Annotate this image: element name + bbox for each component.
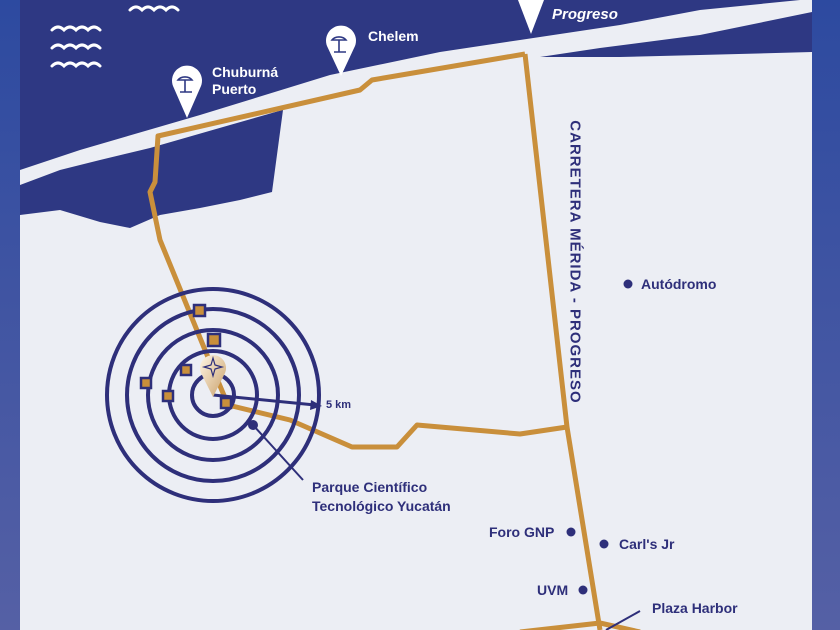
beach-name: Chuburná bbox=[212, 64, 279, 80]
park-pin-icon bbox=[200, 355, 226, 397]
coastal-strip bbox=[20, 0, 812, 185]
location-pin-icon bbox=[518, 0, 544, 34]
beach-umbrella-pin-icon bbox=[172, 25, 356, 118]
beach-name-line2: Puerto bbox=[212, 81, 257, 97]
place-label-uvm: UVM bbox=[537, 582, 569, 598]
waves-icon bbox=[50, 5, 180, 69]
radius-label: 5 km bbox=[326, 399, 352, 411]
city-label-progreso: Progreso bbox=[552, 6, 618, 23]
park-leader bbox=[248, 420, 304, 481]
radius-arrow bbox=[212, 393, 322, 410]
beach-label-chelem: Chelem bbox=[368, 28, 419, 44]
mainland bbox=[20, 52, 812, 630]
place-label-autodromo: Autódromo bbox=[641, 276, 717, 292]
park-label-line1: Parque Científico bbox=[312, 479, 428, 495]
park-label-line2: Tecnológico Yucatán bbox=[312, 498, 451, 514]
place-label-plaza-harbor: Plaza Harbor bbox=[652, 600, 738, 616]
place-dots bbox=[566, 279, 641, 630]
place-label-foro-gnp: Foro GNP bbox=[489, 524, 555, 540]
place-label-carls-jr: Carl's Jr bbox=[619, 536, 675, 552]
site-markers bbox=[139, 303, 233, 410]
road-label: CARRETERA MÉRIDA - PROGRESO bbox=[566, 120, 584, 404]
